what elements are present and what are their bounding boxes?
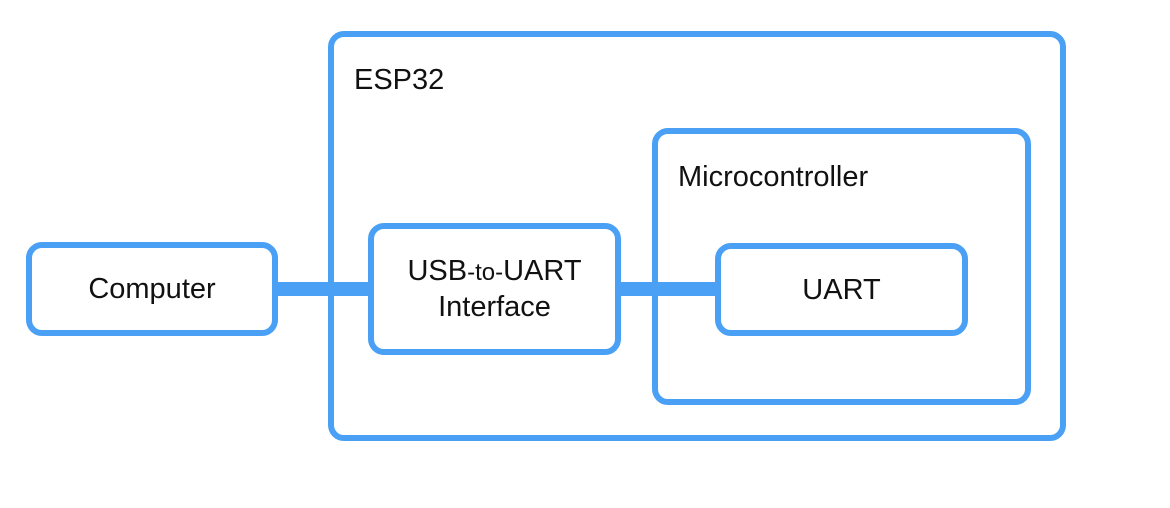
microcontroller-container: Microcontroller xyxy=(652,128,1031,405)
to-text: -to- xyxy=(467,259,504,286)
uart-label: UART xyxy=(802,273,881,306)
computer-node: Computer xyxy=(26,242,278,336)
connector-usb-uart-to-uart xyxy=(619,282,717,296)
usb-to-uart-interface-node: USB-to-UART Interface xyxy=(368,223,621,355)
uart-node: UART xyxy=(715,243,968,336)
usb-to-uart-label-line1: USB-to-UART xyxy=(407,254,581,290)
connector-computer-to-usb-uart xyxy=(276,282,372,296)
esp32-container: ESP32 xyxy=(328,31,1066,441)
esp32-label: ESP32 xyxy=(354,64,445,96)
computer-label: Computer xyxy=(88,273,216,305)
usb-to-uart-label-line2: Interface xyxy=(438,291,551,323)
usb-text: USB xyxy=(407,255,468,287)
uart-text: UART xyxy=(503,255,582,287)
usb-to-uart-label: USB-to-UART Interface xyxy=(374,229,615,349)
microcontroller-label: Microcontroller xyxy=(678,161,869,193)
